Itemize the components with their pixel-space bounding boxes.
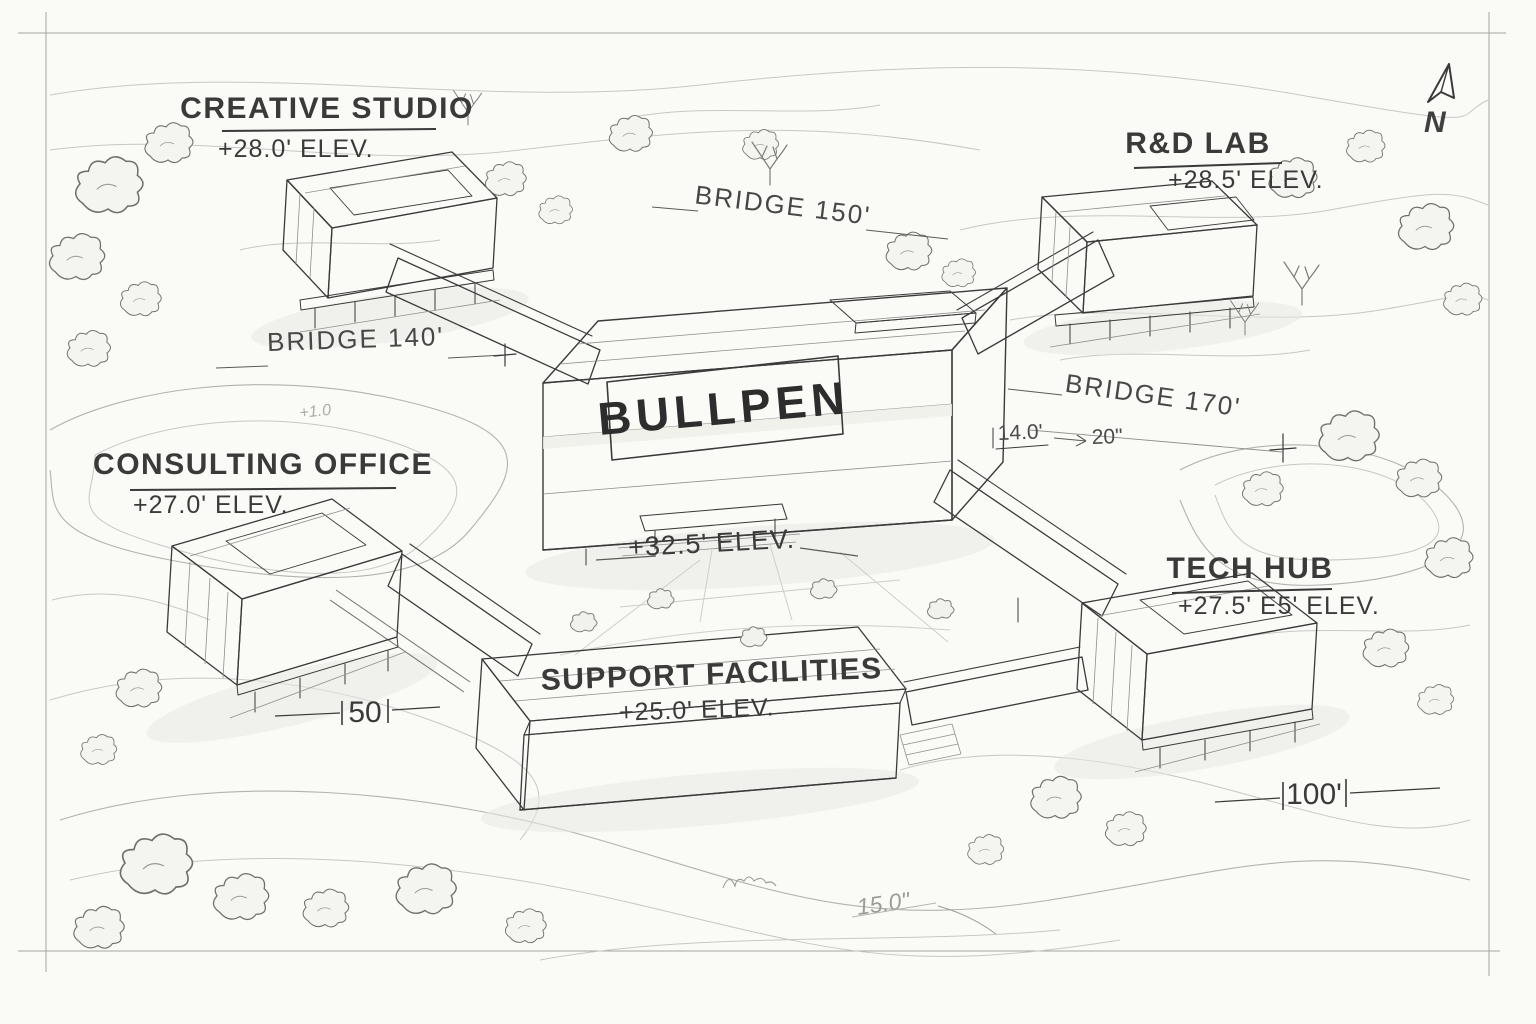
label-bridge-150: BRIDGE 150' xyxy=(651,179,949,240)
label-bridge-140: BRIDGE 140' +1.0 xyxy=(215,321,517,422)
label-gap-dimension: 14.0' 20" xyxy=(992,420,1123,450)
handwritten-note: 15.0" xyxy=(722,876,997,935)
creative-studio-title: CREATIVE STUDIO xyxy=(180,92,474,125)
support-facilities-title: SUPPORT FACILITIES xyxy=(540,652,883,697)
dimension-50: 50 xyxy=(274,696,441,729)
gap-dim-b: 20" xyxy=(1091,425,1123,449)
north-arrow-icon xyxy=(1427,63,1455,103)
building-bullpen: BULLPEN xyxy=(542,287,1008,557)
north-label: N xyxy=(1424,106,1447,139)
tech-hub-title: TECH HUB xyxy=(1167,552,1334,585)
corridor-west xyxy=(387,543,541,677)
label-consulting-office: CONSULTING OFFICE +27.0' ELEV. xyxy=(93,448,433,519)
building-consulting-office xyxy=(166,498,406,719)
label-tech-hub: TECH HUB +27.5' E5' ELEV. xyxy=(1017,552,1380,623)
dimension-100-value: 100' xyxy=(1286,778,1342,811)
creative-studio-elevation: +28.0' ELEV. xyxy=(218,135,374,163)
building-creative-studio xyxy=(282,151,501,333)
rd-lab-title: R&D LAB xyxy=(1125,127,1271,160)
bridge-140-label: BRIDGE 140' xyxy=(267,321,445,357)
dimension-50-value: 50 xyxy=(348,696,381,729)
terrain-contours xyxy=(49,66,1489,961)
plus-note: +1.0 xyxy=(299,402,332,422)
courtyard-paths xyxy=(559,544,951,656)
corridor-southeast xyxy=(903,646,1089,726)
label-bullpen-elevation: +32.5' ELEV. xyxy=(585,524,859,566)
consulting-office-elevation: +27.0' ELEV. xyxy=(133,491,289,519)
tech-hub-elevation: +27.5' E5' ELEV. xyxy=(1178,592,1380,620)
consulting-office-title: CONSULTING OFFICE xyxy=(93,448,433,481)
drawing-border xyxy=(18,12,1506,976)
bullpen-sign-label: BULLPEN xyxy=(596,371,852,445)
support-stairs xyxy=(899,723,962,766)
north-arrow: N xyxy=(1424,63,1455,139)
courtyard-wall xyxy=(329,589,471,693)
building-tech-hub xyxy=(1076,572,1321,773)
rd-lab-elevation: +28.5' ELEV. xyxy=(1168,166,1324,194)
building-support-facilities xyxy=(475,626,962,811)
building-rd-lab xyxy=(1037,180,1261,348)
label-creative-studio: CREATIVE STUDIO +28.0' ELEV. xyxy=(180,92,474,163)
bridge-150-label: BRIDGE 150' xyxy=(693,179,873,230)
bridge-170-label: BRIDGE 170' xyxy=(1063,368,1243,422)
corridor-east xyxy=(933,459,1127,617)
ground-shadows xyxy=(146,287,1350,833)
gap-dim-a: 14.0' xyxy=(997,420,1043,445)
support-facilities-elevation: +25.0' ELEV. xyxy=(618,693,774,726)
dimension-100: 100' xyxy=(1214,778,1441,811)
label-rd-lab: R&D LAB +28.5' ELEV. xyxy=(1125,127,1324,194)
